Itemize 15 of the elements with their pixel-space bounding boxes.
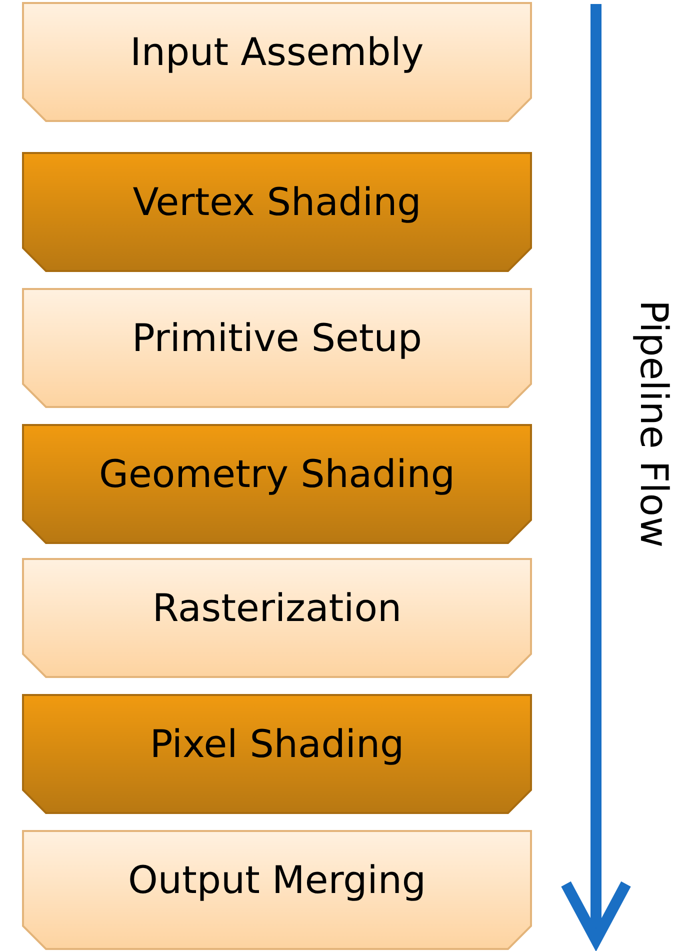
stage-label: Output Merging — [126, 857, 428, 904]
flow-label: Pipeline Flow — [632, 300, 676, 548]
stage-label: Pixel Shading — [148, 721, 406, 768]
stage-block — [22, 152, 532, 272]
stage-block — [22, 288, 532, 408]
stage-label: Primitive Setup — [130, 315, 423, 362]
stage-block — [22, 830, 532, 950]
stage-label: Rasterization — [151, 585, 403, 632]
stage-block — [22, 558, 532, 678]
stage-block — [22, 2, 532, 122]
stage-block — [22, 424, 532, 544]
stage-label: Input Assembly — [129, 29, 425, 76]
stage-block — [22, 694, 532, 814]
stage-label: Vertex Shading — [132, 179, 422, 226]
stage-label: Geometry Shading — [98, 451, 456, 498]
